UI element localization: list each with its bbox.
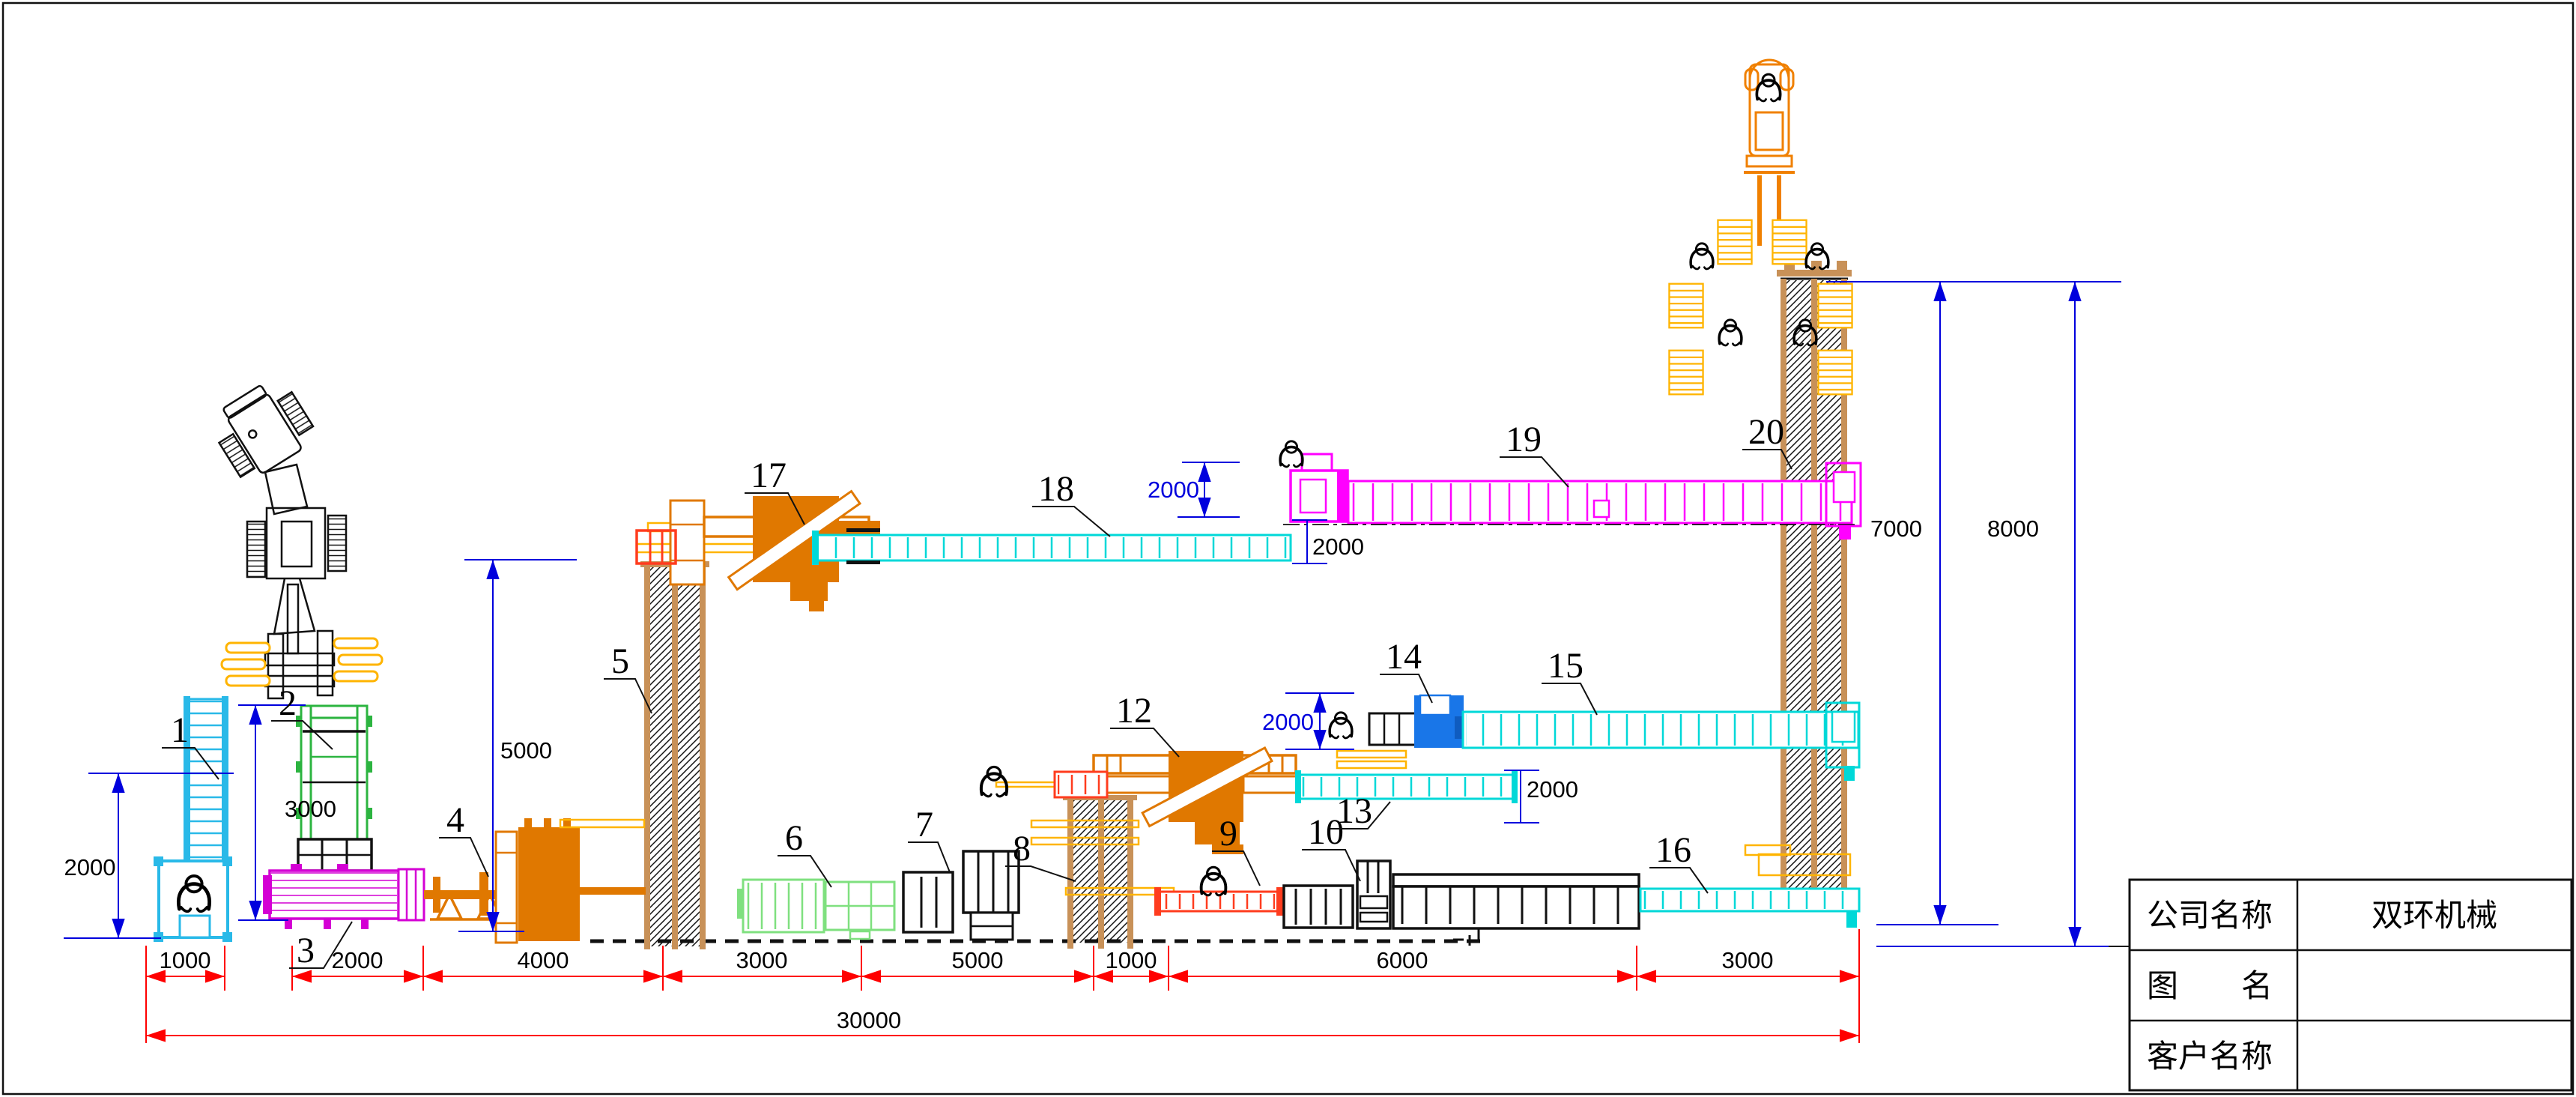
- callout-7: 7: [915, 805, 933, 844]
- machine-4-shaft: [424, 872, 505, 921]
- title-row3-label: 客户名称: [2147, 1039, 2273, 1075]
- callout-17: 17: [751, 456, 787, 495]
- red-infeed-conveyor-12: [995, 770, 1109, 799]
- dimension-inner: 2000 2000 2000 2000: [1148, 462, 1578, 823]
- machine-9-red-conveyor: [1154, 887, 1283, 916]
- dimension-right-verticals: 7000 8000: [1826, 281, 2141, 947]
- callout-6: 6: [785, 818, 803, 858]
- title-block: 公司名称 双环机械 图 名 客户名称: [2128, 878, 2573, 1092]
- cart-under-frame-2: [297, 838, 373, 872]
- dim-2000: 2000: [332, 947, 384, 973]
- machine-10-black-conveyor: [1282, 859, 1640, 930]
- machine-16-cyan-conveyor: [1639, 844, 1861, 928]
- dim-7000: 7000: [1870, 516, 1922, 542]
- title-row2-label: 图 名: [2147, 970, 2273, 1004]
- machine-18-cyan-conveyor: [812, 528, 1292, 565]
- callout-13: 13: [1336, 791, 1372, 831]
- machine-1-lift: [154, 696, 232, 942]
- callout-3: 3: [297, 931, 315, 970]
- hatched-column-8: [1063, 795, 1137, 949]
- dim-1000a: 1000: [160, 947, 211, 973]
- callout-12: 12: [1116, 691, 1152, 731]
- dim-left-2000: 2000: [64, 854, 116, 880]
- yellow-rails-8: [1030, 819, 1175, 896]
- dim-inner-2000-a: 2000: [1148, 477, 1199, 503]
- machine-13-cyan-conveyor: [1295, 770, 1518, 803]
- dim-left-3000: 3000: [285, 796, 336, 822]
- dim-inner-2000-d: 2000: [1527, 776, 1578, 803]
- callout-4: 4: [446, 800, 464, 840]
- callout-16: 16: [1655, 830, 1691, 870]
- callout-10: 10: [1308, 812, 1344, 852]
- part-callouts: 1 2 3 4 5 6 7 8 9 10 12 13 14 15 16 17 1…: [162, 412, 1792, 970]
- callout-2: 2: [279, 683, 297, 723]
- callout-15: 15: [1548, 646, 1584, 686]
- red-frame-17: [635, 529, 677, 565]
- dim-1000b: 1000: [1106, 947, 1157, 973]
- yellow-rail: [559, 818, 646, 829]
- dim-3000b: 3000: [1722, 947, 1774, 973]
- callout-8: 8: [1013, 829, 1031, 868]
- machine-2-frame: [296, 704, 372, 842]
- operator-14-icon: [1328, 711, 1354, 740]
- callout-9: 9: [1219, 814, 1237, 853]
- dim-4000: 4000: [518, 947, 569, 973]
- forklift-icon: [1744, 58, 1795, 246]
- dim-left-5000: 5000: [500, 737, 552, 764]
- forklift-driver-icon: [1755, 73, 1782, 103]
- callout-5: 5: [611, 641, 629, 681]
- machine-19-magenta-line: [1283, 453, 1862, 540]
- tractor-icon: [217, 384, 384, 700]
- callout-18: 18: [1038, 469, 1074, 509]
- machine-14-area: [1336, 694, 1467, 770]
- machine-press-orange: [494, 818, 646, 944]
- machine-3-magenta: [263, 864, 425, 929]
- dim-8000: 8000: [1987, 516, 2039, 542]
- dim-inner-2000-b: 2000: [1312, 534, 1364, 560]
- dimension-left-verticals: 2000 3000 5000: [64, 559, 577, 939]
- dim-inner-2000-c: 2000: [1262, 709, 1314, 735]
- callout-19: 19: [1506, 420, 1542, 459]
- callout-14: 14: [1386, 637, 1422, 677]
- company-name: 双环机械: [2372, 899, 2497, 934]
- hatched-column-5: [640, 561, 709, 949]
- dimension-bottom-chain: 1000 2000 4000 3000 5000 1000 6000 3000 …: [145, 929, 1860, 1043]
- title-row1-label: 公司名称: [2147, 899, 2273, 934]
- machine-7-black-frames: [902, 850, 1020, 941]
- operator-19-icon: [1279, 440, 1304, 468]
- dim-30000: 30000: [837, 1007, 901, 1033]
- callout-1: 1: [171, 710, 189, 750]
- dim-5000: 5000: [952, 947, 1004, 973]
- callout-20: 20: [1748, 412, 1784, 452]
- dim-3000a: 3000: [736, 947, 788, 973]
- machine-6-lightgreen: [737, 878, 896, 940]
- hatched-column-20: [1777, 261, 1852, 910]
- dim-6000: 6000: [1377, 947, 1428, 973]
- machine-15-cyan-conveyor: [1461, 701, 1861, 781]
